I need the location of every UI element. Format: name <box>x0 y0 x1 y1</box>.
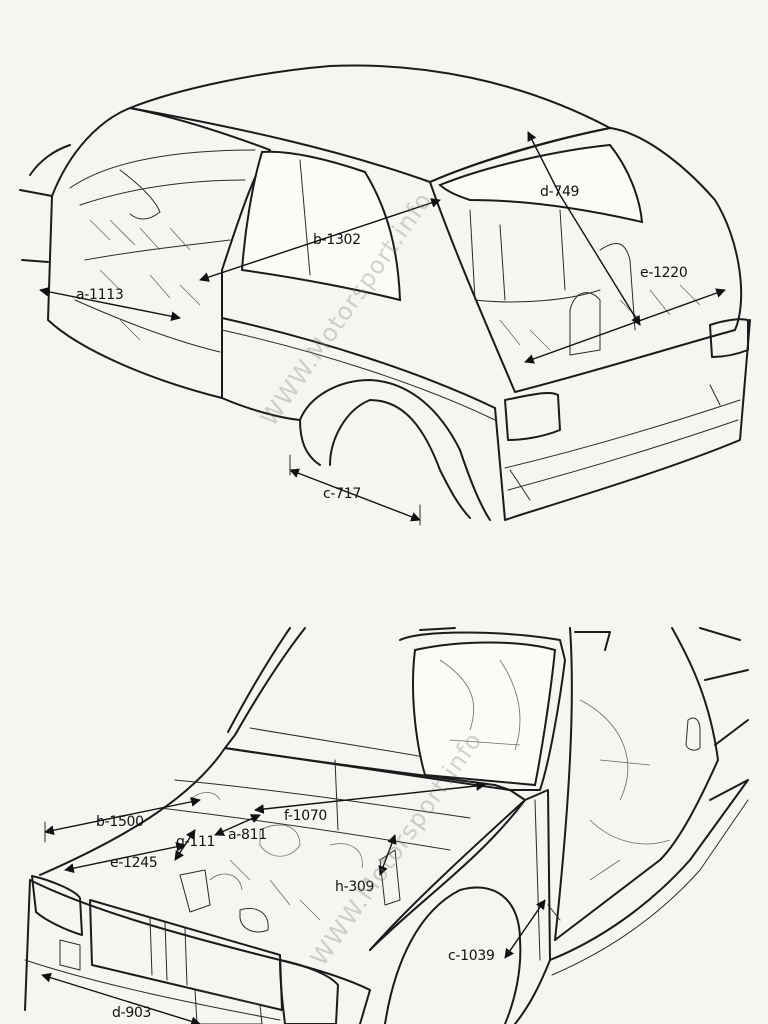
dim-line-d <box>527 131 641 326</box>
dimension-label-a-bottom: a-811 <box>228 827 267 843</box>
dimension-label-a-top: a-1113 <box>76 287 124 303</box>
front-door-opening <box>47 107 271 399</box>
dimension-label-d-bottom: d-903 <box>112 1005 152 1021</box>
rear-lower-body <box>494 319 751 521</box>
rear-light-right <box>709 318 749 358</box>
headlight-left <box>31 875 83 936</box>
grille <box>89 899 283 1011</box>
side-panel <box>221 269 491 521</box>
dimension-label-d-top: d-749 <box>540 184 580 200</box>
rear-light-left <box>504 391 561 441</box>
dimension-label-e-top: e-1220 <box>640 265 688 281</box>
rear-side-opening <box>554 627 719 941</box>
watermark-bottom: WWW.Motorsport.info <box>305 726 488 972</box>
dim-line-b <box>199 198 441 282</box>
dimension-label-b-bottom: b-1500 <box>96 814 144 830</box>
dim-line-c <box>289 468 421 522</box>
dimension-label-h-bottom: h-309 <box>335 879 375 895</box>
dimension-label-c-top: c-717 <box>323 486 361 502</box>
roof-outline <box>129 64 611 129</box>
dimension-label-b-top: b-1302 <box>313 232 361 248</box>
dim-line-e <box>524 288 726 364</box>
dimension-label-c-bottom: c-1039 <box>448 948 495 964</box>
body-shell-rear-diagram <box>19 64 751 526</box>
rear-seat-area <box>412 641 557 787</box>
dimension-label-f-bottom: f-1070 <box>284 808 328 824</box>
rear-wheel-arch <box>299 399 471 519</box>
dimension-label-e-bottom: e-1245 <box>110 855 158 871</box>
headlight-right <box>279 959 339 1024</box>
door-opening <box>399 631 566 791</box>
roof-front-edge <box>129 107 431 183</box>
dimension-label-g-bottom: g-111 <box>176 834 216 850</box>
dim-line-a <box>39 286 181 322</box>
dim-line-c-bottom <box>504 899 546 959</box>
